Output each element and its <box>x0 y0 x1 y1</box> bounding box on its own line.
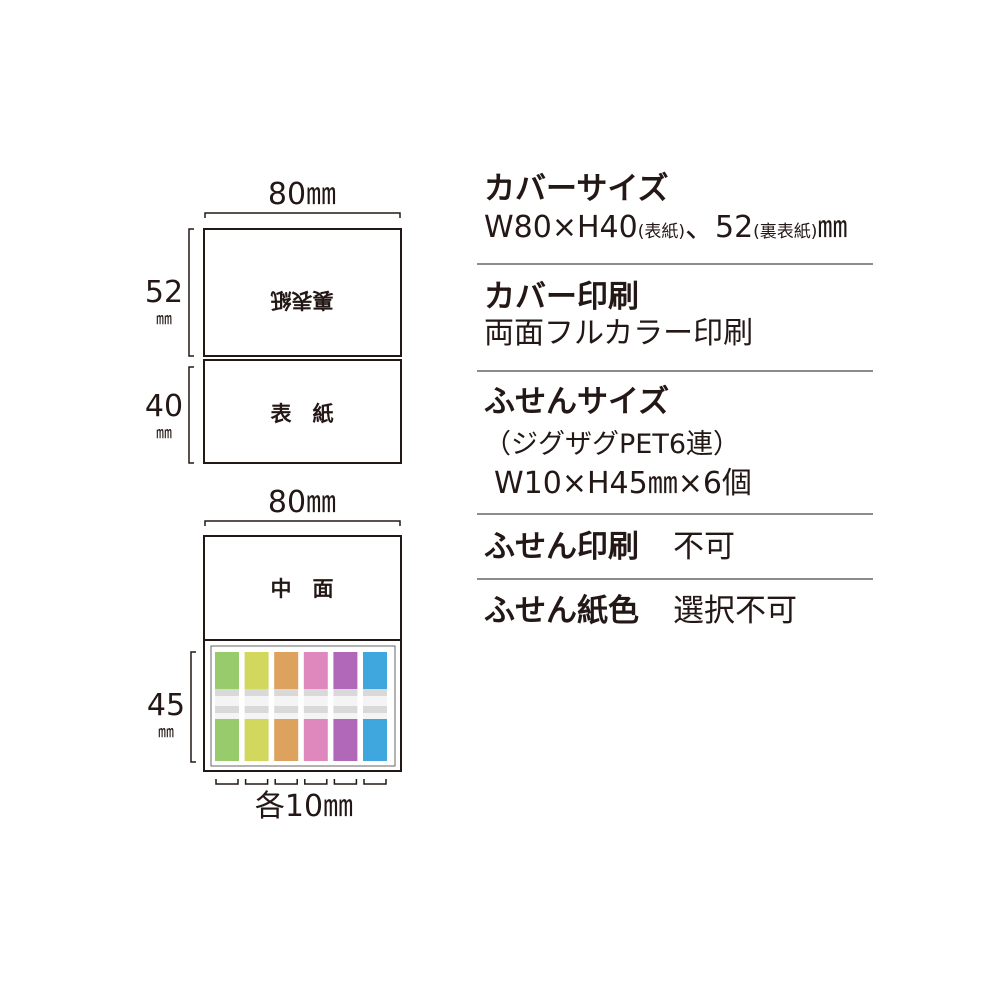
sticky-strip <box>333 652 358 761</box>
sticky-strip-segment <box>215 689 239 696</box>
cover-size-unit: ㎜ <box>817 210 848 245</box>
sticky-strip <box>244 652 269 761</box>
back-cover-panel <box>203 228 402 357</box>
back-height-value: 52 <box>145 275 183 310</box>
each-width-bracket <box>333 779 358 785</box>
spec-sticky-print: ふせん印刷不可 <box>484 528 874 566</box>
sticky-strip-segment <box>333 696 358 706</box>
cover-size-mid: 、52 <box>684 210 754 245</box>
cover-size-note1: (表紙) <box>637 222 685 242</box>
sticky-color-row: ふせん紙色選択不可 <box>484 592 874 630</box>
spec-cover-size: カバーサイズ W80×H40(表紙)、52(裏表紙)㎜ <box>484 170 874 250</box>
back-height-bracket <box>188 228 194 357</box>
divider <box>477 263 873 265</box>
sticky-strip-segment <box>215 652 239 689</box>
sticky-strip-segment <box>303 652 328 689</box>
sticky-strip-segment <box>274 652 299 689</box>
sticky-strip-segment <box>274 713 299 719</box>
each-width-bracket <box>274 779 298 785</box>
sticky-strip-segment <box>244 706 269 713</box>
sticky-height-value: 45 <box>147 688 185 723</box>
sticky-strip-segment <box>274 689 299 696</box>
cover-size-title: カバーサイズ <box>484 171 669 207</box>
cover-size-value: W80×H40(表紙)、52(裏表紙)㎜ <box>484 210 874 250</box>
sticky-color-title: ふせん紙色 <box>484 593 639 629</box>
sticky-strip-segment <box>274 696 299 706</box>
each-width-brackets <box>215 779 387 785</box>
sticky-strip-segment <box>215 696 239 706</box>
sticky-strip-segment <box>363 713 387 719</box>
sticky-strip-segment <box>363 719 387 761</box>
front-height-bracket <box>188 366 194 464</box>
inner-width-label: 80㎜ <box>268 485 336 520</box>
inner-width-bracket <box>204 520 401 526</box>
sticky-strip-segment <box>333 719 358 761</box>
sticky-strip-segment <box>333 652 358 689</box>
cover-size-main: W80×H40 <box>484 210 638 245</box>
sticky-size-line2: W10×H45㎜×6個 <box>494 466 752 501</box>
each-width-bracket <box>215 779 239 785</box>
sticky-strip-segment <box>215 719 239 761</box>
divider <box>477 513 873 515</box>
sticky-strip <box>215 652 239 761</box>
front-cover-label: 表 紙 <box>271 402 334 426</box>
cover-width-label: 80㎜ <box>268 177 336 212</box>
sticky-strip-segment <box>363 706 387 713</box>
spec-cover-print: カバー印刷 両面フルカラー印刷 <box>484 278 874 352</box>
front-cover-panel <box>203 359 402 464</box>
sticky-height-unit: ㎜ <box>158 722 174 741</box>
sticky-strip-segment <box>363 652 387 689</box>
sticky-strip-segment <box>303 696 328 706</box>
sticky-print-value: 不可 <box>673 529 735 565</box>
divider <box>477 370 873 372</box>
inner-page-panel <box>203 535 402 641</box>
sticky-strip-segment <box>303 719 328 761</box>
sticky-strip-segment <box>333 713 358 719</box>
front-height-value: 40 <box>145 389 183 424</box>
sticky-size-title: ふせんサイズ <box>484 384 670 420</box>
each-width-bracket <box>304 779 328 785</box>
sticky-print-row: ふせん印刷不可 <box>484 528 874 566</box>
cover-width-bracket <box>204 212 401 218</box>
each-width-label: 各10㎜ <box>255 789 353 824</box>
sticky-print-title: ふせん印刷 <box>484 529 639 565</box>
sticky-strip-segment <box>215 706 239 713</box>
inner-page-label: 中 面 <box>271 577 334 601</box>
sticky-strip-segment <box>244 719 269 761</box>
sticky-strip-segment <box>363 689 387 696</box>
sticky-strip-segment <box>244 652 269 689</box>
sticky-size-line1: （ジグザグPET6連） <box>484 429 741 460</box>
sticky-strip-segment <box>274 706 299 713</box>
cover-print-title: カバー印刷 <box>484 279 639 315</box>
each-width-bracket <box>244 779 269 785</box>
spec-sticky-color: ふせん紙色選択不可 <box>484 592 874 630</box>
sticky-strip-segment <box>333 689 358 696</box>
back-cover-label: 裏表紙 <box>271 288 335 312</box>
back-height-unit: ㎜ <box>156 309 172 328</box>
sticky-strip-segment <box>363 696 387 706</box>
sticky-strip-segment <box>215 713 239 719</box>
divider <box>477 578 873 580</box>
spec-sticky-size: ふせんサイズ （ジグザグPET6連） W10×H45㎜×6個 <box>484 383 874 503</box>
sticky-strips <box>215 652 387 761</box>
sticky-color-value: 選択不可 <box>673 593 797 629</box>
sticky-strip-segment <box>303 713 328 719</box>
sticky-strip <box>274 652 299 761</box>
sticky-strip <box>303 652 328 761</box>
cover-print-value: 両面フルカラー印刷 <box>484 316 754 351</box>
each-width-bracket <box>363 779 387 785</box>
sticky-strip-segment <box>303 689 328 696</box>
sticky-strip-segment <box>274 719 299 761</box>
cover-size-note2: (裏表紙) <box>753 222 818 242</box>
sticky-strip-segment <box>244 713 269 719</box>
sticky-strip-segment <box>244 689 269 696</box>
sticky-strip-segment <box>244 696 269 706</box>
sticky-height-bracket <box>190 651 196 763</box>
front-height-unit: ㎜ <box>156 423 172 442</box>
sticky-strip <box>363 652 387 761</box>
sticky-strip-segment <box>303 706 328 713</box>
sticky-strip-segment <box>333 706 358 713</box>
